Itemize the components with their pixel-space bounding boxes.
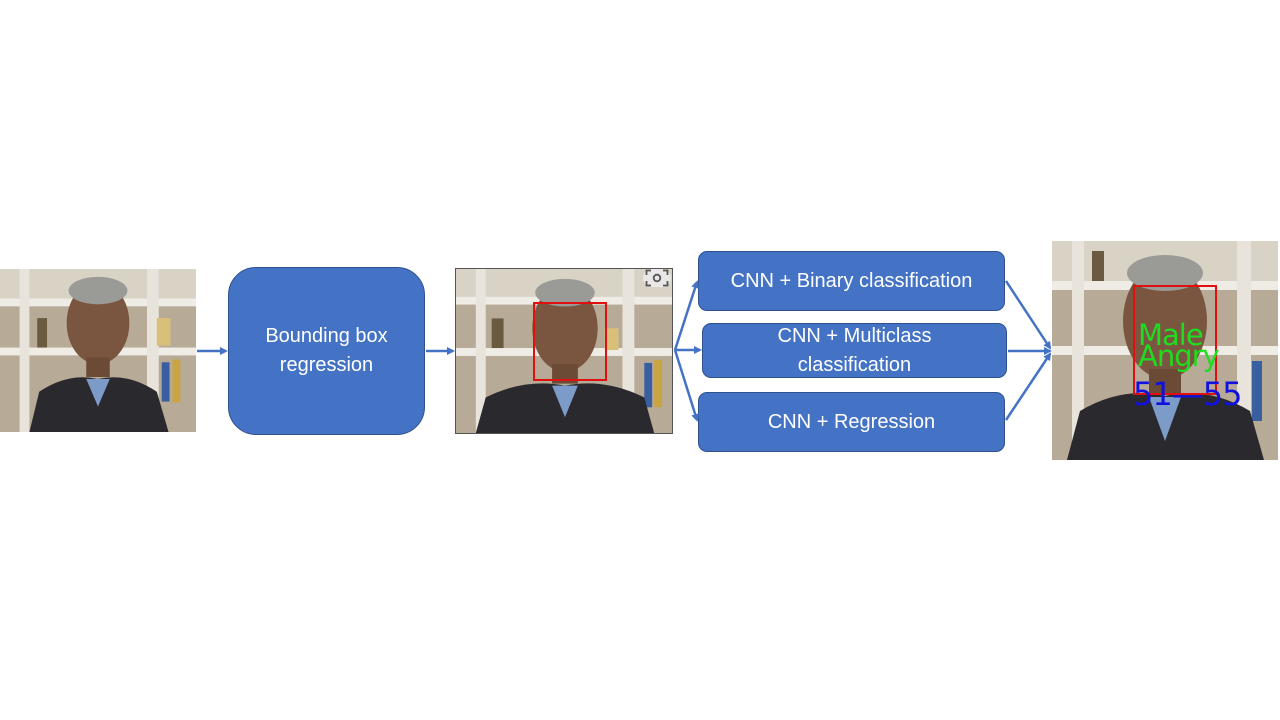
multiclass-label-line2: classification (797, 353, 912, 376)
arrow-binary-to-output (1004, 280, 1052, 350)
arrow-face-to-regression (673, 349, 700, 422)
binary-label: CNN + Binary classification (730, 269, 973, 292)
regression-label: CNN + Regression (767, 410, 936, 433)
cnn-binary-classification-step: CNN + Binary classification (698, 251, 1005, 311)
portrait-image (1052, 241, 1278, 460)
multiclass-label-line1: CNN + Multiclass (777, 324, 932, 347)
cnn-multiclass-classification-step: CNN + Multiclass classification (702, 323, 1007, 378)
input-photo (0, 269, 196, 432)
cnn-regression-step: CNN + Regression (698, 392, 1005, 452)
portrait-image (0, 269, 196, 432)
bounding-box-regression-step: Bounding box regression (228, 267, 425, 435)
arrow-regression-to-output (1004, 352, 1052, 421)
bbox-label-line1: Bounding box (265, 325, 388, 347)
output-photo: Male Angry 51—55 (1052, 241, 1278, 460)
face-bounding-box (533, 302, 607, 381)
emotion-label: Angry (1138, 339, 1220, 373)
detected-face-photo (455, 268, 673, 434)
output-face-bounding-box (1133, 285, 1217, 395)
gender-label: Male (1138, 318, 1204, 352)
screenshot-icon[interactable] (643, 269, 671, 287)
arrow-face-to-binary (673, 280, 699, 351)
portrait-image (456, 269, 672, 433)
bbox-label-line2: regression (279, 354, 374, 376)
age-range-label: 51—55 (1133, 375, 1242, 413)
